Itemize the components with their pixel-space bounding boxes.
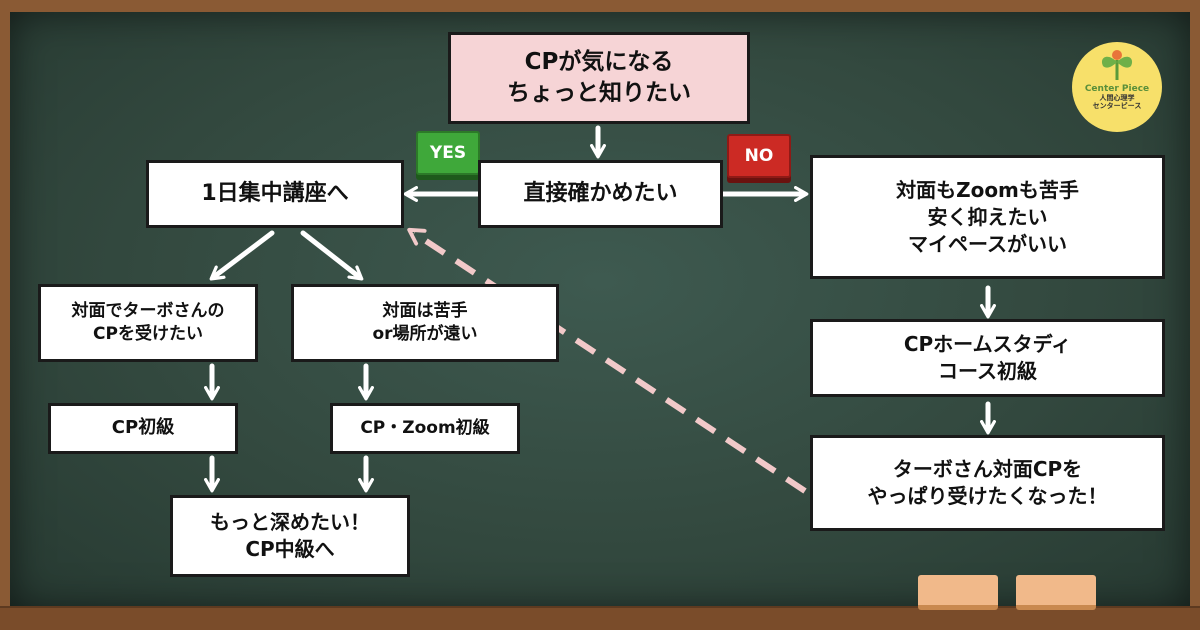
in-person-difficult-box: 対面は苦手 or場所が遠い [291, 284, 559, 362]
eraser-right [1016, 575, 1096, 610]
home-study-box: CPホームスタディ コース初級 [810, 319, 1165, 397]
no-branch-line-3: マイペースがいい [908, 231, 1067, 256]
no-branch-line-1: 対面もZoomも苦手 [896, 177, 1079, 202]
in-person-difficult-line-1: 対面は苦手 [382, 301, 468, 322]
arrow-intensive-to-turbo [209, 230, 275, 281]
after-home-study-line-1: ターボさん対面CPを [892, 457, 1083, 481]
home-study-line-2: コース初級 [938, 359, 1037, 383]
no-key: NO [727, 134, 791, 178]
in-person-turbo-line-2: CPを受けたい [93, 324, 203, 344]
after-home-study-box: ターボさん対面CPを やっぱり受けたくなった！ [810, 435, 1165, 531]
cp-beginner-text: CP初級 [111, 417, 175, 439]
cp-beginner-box: CP初級 [48, 403, 238, 454]
start-line-1: CPが気になる [524, 48, 674, 75]
no-branch-box: 対面もZoomも苦手 安く抑えたい マイペースがいい [810, 155, 1165, 279]
start-line-2: ちょっと知りたい [507, 80, 691, 106]
in-person-turbo-line-1: 対面でターボさんの [71, 301, 225, 322]
cp-zoom-beginner-text: CP・Zoom初級 [360, 418, 490, 439]
after-home-study-line-2: やっぱり受けたくなった！ [867, 484, 1108, 508]
arrow-intensive-to-difficult [300, 230, 364, 281]
deepen-box: もっと深めたい！ CP中級へ [170, 495, 410, 577]
in-person-turbo-box: 対面でターボさんの CPを受けたい [38, 284, 258, 362]
intensive-course-box: 1日集中講座へ [146, 160, 404, 228]
center-piece-logo: Center Piece 人間心理学 センターピース [1072, 42, 1162, 132]
deepen-line-1: もっと深めたい！ [210, 510, 370, 534]
eraser-left [918, 575, 998, 610]
start-box: CPが気になる ちょっと知りたい [448, 32, 750, 124]
intensive-course-text: 1日集中講座へ [201, 181, 349, 207]
direct-check-box: 直接確かめたい [478, 160, 723, 228]
logo-subtitle-1: 人間心理学 [1099, 94, 1135, 102]
home-study-line-1: CPホームスタディ [903, 332, 1072, 356]
logo-name: Center Piece [1084, 84, 1150, 94]
direct-check-text: 直接確かめたい [523, 181, 678, 207]
no-branch-line-2: 安く抑えたい [927, 204, 1048, 229]
cp-zoom-beginner-box: CP・Zoom初級 [330, 403, 520, 454]
sprout-icon [1101, 50, 1133, 80]
logo-subtitle-2: センターピース [1092, 102, 1142, 111]
in-person-difficult-line-2: or場所が遠い [372, 324, 478, 344]
no-label: NO [744, 146, 774, 166]
dashed-arrow-return-to-intensive [407, 227, 807, 494]
yes-label: YES [429, 143, 467, 163]
chalk-tray [0, 606, 1200, 630]
deepen-line-2: CP中級へ [245, 537, 335, 561]
yes-key: YES [416, 131, 480, 175]
